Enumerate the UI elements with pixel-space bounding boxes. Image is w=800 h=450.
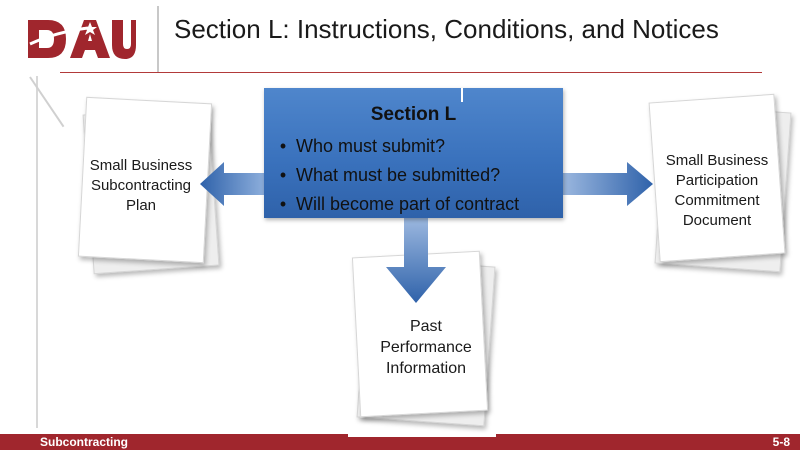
arrow-right-icon (561, 162, 653, 206)
section-l-box: Section L •Who must submit? •What must b… (264, 88, 563, 218)
list-item-text: What must be submitted? (296, 165, 501, 185)
box-tick (461, 88, 463, 102)
footer-accent (348, 434, 496, 437)
page-title: Section L: Instructions, Conditions, and… (174, 14, 719, 44)
footer-bar (0, 434, 800, 450)
list-item: •Will become part of contract (279, 194, 520, 214)
list-item-text: Will become part of contract (296, 194, 520, 214)
footer-section-label: Subcontracting (40, 435, 129, 449)
decorative-line (36, 76, 38, 428)
section-l-list: •Who must submit? •What must be submitte… (270, 132, 519, 219)
header-divider (157, 6, 159, 72)
arrow-left-icon (200, 162, 266, 206)
list-item: •Who must submit? (279, 136, 446, 156)
left-doc-label: Small Business Subcontracting Plan (89, 157, 193, 214)
decorative-diagonal (29, 76, 65, 128)
bottom-doc-label: Past Performance Information (380, 318, 472, 377)
dau-logo (28, 20, 136, 59)
arrow-down-icon (386, 217, 446, 303)
page-number: 5-8 (772, 435, 790, 449)
list-item: •What must be submitted? (279, 165, 501, 185)
section-l-title: Section L (370, 104, 457, 125)
right-doc-label: Small Business Participation Commitment … (665, 152, 769, 229)
list-item-text: Who must submit? (296, 136, 446, 156)
header-rule (60, 72, 762, 73)
